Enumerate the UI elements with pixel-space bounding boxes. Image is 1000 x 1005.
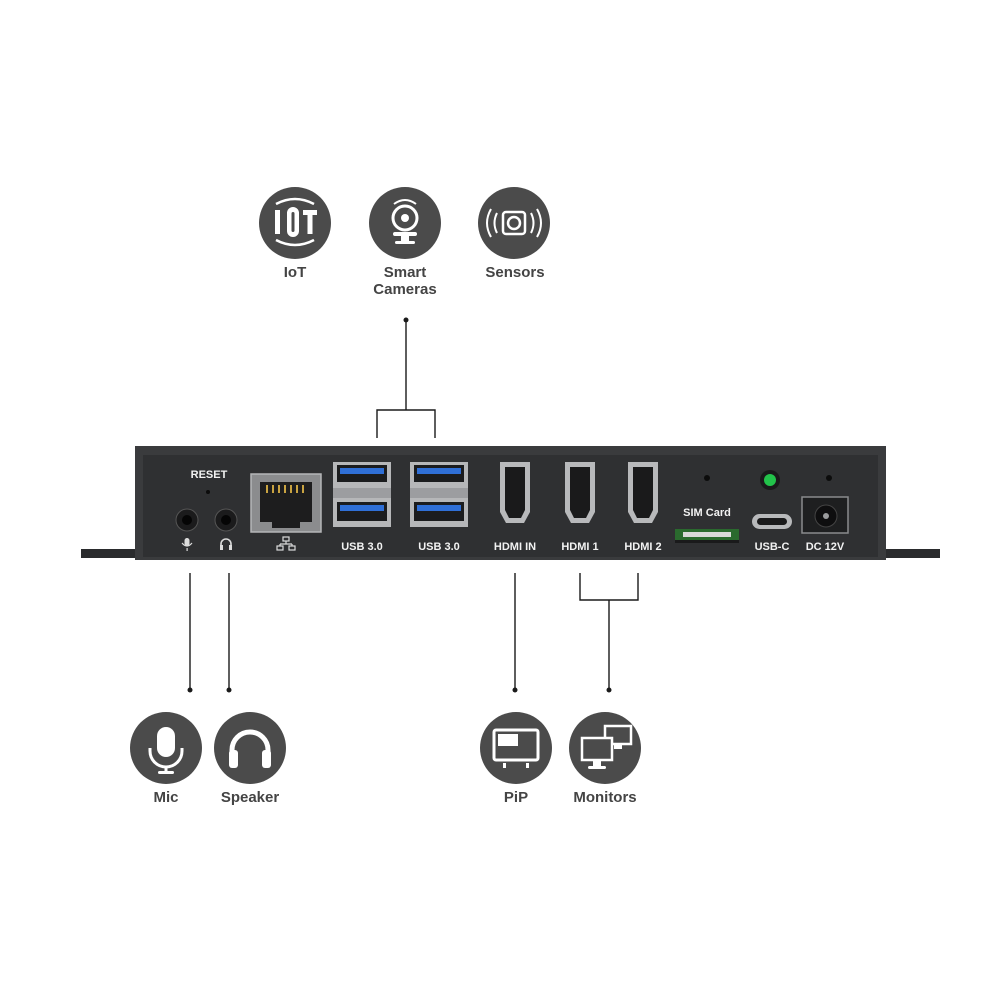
usb-bracket-line — [376, 320, 436, 438]
iot-icon — [259, 187, 331, 259]
mounting-bracket-left — [81, 549, 141, 558]
reset-pinhole[interactable] — [206, 490, 210, 494]
hdmi-1-port[interactable] — [565, 462, 595, 523]
usb-line-dot — [403, 317, 409, 323]
smart-cameras-label-text: Smart Cameras — [373, 264, 437, 298]
hdmi-1-label: HDMI 1 — [561, 541, 599, 553]
usb-2-label: USB 3.0 — [418, 541, 460, 553]
iot-label: IoT — [283, 264, 307, 281]
headphone-small-icon — [220, 538, 232, 550]
connector-lines — [189, 320, 639, 690]
dc-power-jack[interactable] — [801, 496, 849, 534]
mini-pc-device — [81, 446, 940, 560]
indicator-hole-1 — [704, 475, 710, 481]
power-led — [760, 470, 780, 490]
usb-port-stack-1[interactable] — [333, 462, 391, 527]
reset-label: RESET — [190, 469, 228, 481]
mounting-bracket-right — [880, 549, 940, 558]
ethernet-port[interactable] — [250, 473, 322, 533]
headphones-icon — [214, 712, 286, 784]
hdmi-in-label: HDMI IN — [493, 541, 537, 553]
dc-12v-label: DC 12V — [805, 541, 845, 553]
mic-label: Mic — [153, 789, 179, 806]
monitors-label: Monitors — [573, 789, 637, 806]
webcam-icon — [369, 187, 441, 259]
mic-jack[interactable] — [175, 508, 199, 532]
speaker-label: Speaker — [220, 789, 280, 806]
mic-line-dot — [187, 687, 193, 693]
hdmi-2-label: HDMI 2 — [624, 541, 662, 553]
microphone-icon — [130, 712, 202, 784]
mic-small-icon — [181, 538, 193, 551]
indicator-hole-2 — [826, 475, 832, 481]
sensor-icon — [478, 187, 550, 259]
smart-cameras-label: Smart Cameras — [325, 264, 485, 298]
dual-monitor-icon — [569, 712, 641, 784]
network-small-icon — [276, 536, 296, 551]
sensors-label: Sensors — [485, 264, 545, 281]
hdmi-2-port[interactable] — [628, 462, 658, 523]
usb-port-stack-2[interactable] — [410, 462, 468, 527]
speaker-jack[interactable] — [214, 508, 238, 532]
pip-label: PiP — [503, 789, 529, 806]
sim-card-slot[interactable] — [675, 529, 739, 543]
sim-card-label: SIM Card — [683, 507, 731, 519]
usb-1-label: USB 3.0 — [341, 541, 383, 553]
hdmi-out-bracket-line — [579, 573, 639, 690]
hdmi-in-port[interactable] — [500, 462, 530, 523]
hdmi-out-line-dot — [606, 687, 612, 693]
speaker-line-dot — [226, 687, 232, 693]
usb-c-label: USB-C — [754, 541, 790, 553]
pip-tv-icon — [480, 712, 552, 784]
hdmi-in-line-dot — [512, 687, 518, 693]
connector-dots — [187, 317, 612, 693]
usb-c-port[interactable] — [752, 514, 792, 529]
